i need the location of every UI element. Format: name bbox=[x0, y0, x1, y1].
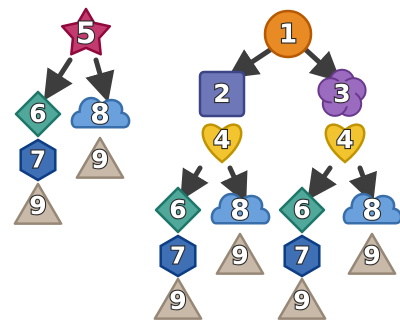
arrow-5 bbox=[180, 165, 209, 201]
node-circle-1: 1 bbox=[263, 9, 313, 59]
arrow-2 bbox=[85, 57, 115, 103]
circle-icon bbox=[263, 9, 313, 59]
node-flower-3: 3 bbox=[317, 68, 367, 117]
star-icon bbox=[60, 7, 112, 56]
diamond-icon bbox=[14, 90, 62, 138]
hexagon-icon bbox=[159, 234, 197, 278]
arrow-4 bbox=[303, 47, 342, 83]
node-triangle-9: 9 bbox=[153, 277, 203, 320]
cloud-icon bbox=[342, 192, 400, 225]
node-hexagon-7: 7 bbox=[19, 138, 57, 182]
node-label: 6 bbox=[293, 195, 310, 224]
node-diamond-6: 6 bbox=[154, 186, 202, 234]
cloud-icon bbox=[210, 192, 271, 225]
node-label: 4 bbox=[336, 125, 353, 154]
node-triangle-9: 9 bbox=[215, 232, 265, 275]
node-heart-4: 4 bbox=[324, 123, 366, 164]
node-triangle-9: 9 bbox=[277, 277, 327, 320]
flower-icon bbox=[317, 68, 367, 117]
node-label: 9 bbox=[293, 286, 310, 315]
arrow-7 bbox=[307, 165, 337, 201]
triangle-icon bbox=[13, 182, 63, 225]
node-label: 2 bbox=[213, 79, 230, 108]
node-triangle-9: 9 bbox=[13, 182, 63, 225]
heart-icon bbox=[324, 123, 366, 164]
node-square-2: 2 bbox=[198, 70, 246, 118]
node-triangle-9: 9 bbox=[347, 232, 397, 275]
node-cloud-8: 8 bbox=[70, 96, 131, 131]
node-label: 3 bbox=[333, 79, 350, 108]
node-cloud-8: 8 bbox=[342, 192, 400, 227]
triangle-icon bbox=[347, 232, 397, 275]
node-hexagon-7: 7 bbox=[283, 234, 321, 278]
hexagon-icon bbox=[19, 138, 57, 182]
node-label: 4 bbox=[213, 125, 230, 154]
node-label: 7 bbox=[294, 244, 310, 270]
node-label: 8 bbox=[230, 193, 249, 226]
node-label: 9 bbox=[363, 241, 380, 270]
node-label: 8 bbox=[362, 193, 381, 226]
nodes-layer: 5 6 7 9 8 9 1 2 4 6 7 9 8 9 3 4 6 7 9 8 9 bbox=[13, 7, 400, 320]
arrow-6 bbox=[220, 165, 248, 204]
cloud-icon bbox=[70, 96, 131, 129]
node-hexagon-7: 7 bbox=[159, 234, 197, 278]
node-label: 7 bbox=[30, 148, 46, 174]
node-label: 7 bbox=[170, 244, 186, 270]
node-heart-4: 4 bbox=[201, 123, 243, 164]
arrow-8 bbox=[348, 165, 377, 205]
node-star-5: 5 bbox=[60, 7, 112, 56]
diamond-icon bbox=[154, 186, 202, 234]
triangle-icon bbox=[75, 136, 125, 179]
arrows-layer bbox=[43, 47, 377, 205]
node-label: 9 bbox=[231, 241, 248, 270]
node-cloud-8: 8 bbox=[210, 192, 271, 227]
node-label: 5 bbox=[76, 16, 96, 50]
node-label: 6 bbox=[29, 99, 46, 128]
arrow-3 bbox=[227, 47, 273, 79]
arrow-1 bbox=[43, 57, 73, 101]
node-label: 9 bbox=[29, 191, 46, 220]
node-label: 1 bbox=[279, 20, 297, 50]
node-triangle-9: 9 bbox=[75, 136, 125, 179]
node-label: 9 bbox=[91, 145, 108, 174]
node-label: 9 bbox=[169, 286, 186, 315]
node-diamond-6: 6 bbox=[278, 186, 326, 234]
triangle-icon bbox=[277, 277, 327, 320]
node-label: 6 bbox=[169, 195, 186, 224]
heart-icon bbox=[201, 123, 243, 164]
square-icon bbox=[198, 70, 246, 118]
node-diamond-6: 6 bbox=[14, 90, 62, 138]
diamond-icon bbox=[278, 186, 326, 234]
triangle-icon bbox=[215, 232, 265, 275]
triangle-icon bbox=[153, 277, 203, 320]
node-label: 8 bbox=[90, 97, 109, 130]
hexagon-icon bbox=[283, 234, 321, 278]
